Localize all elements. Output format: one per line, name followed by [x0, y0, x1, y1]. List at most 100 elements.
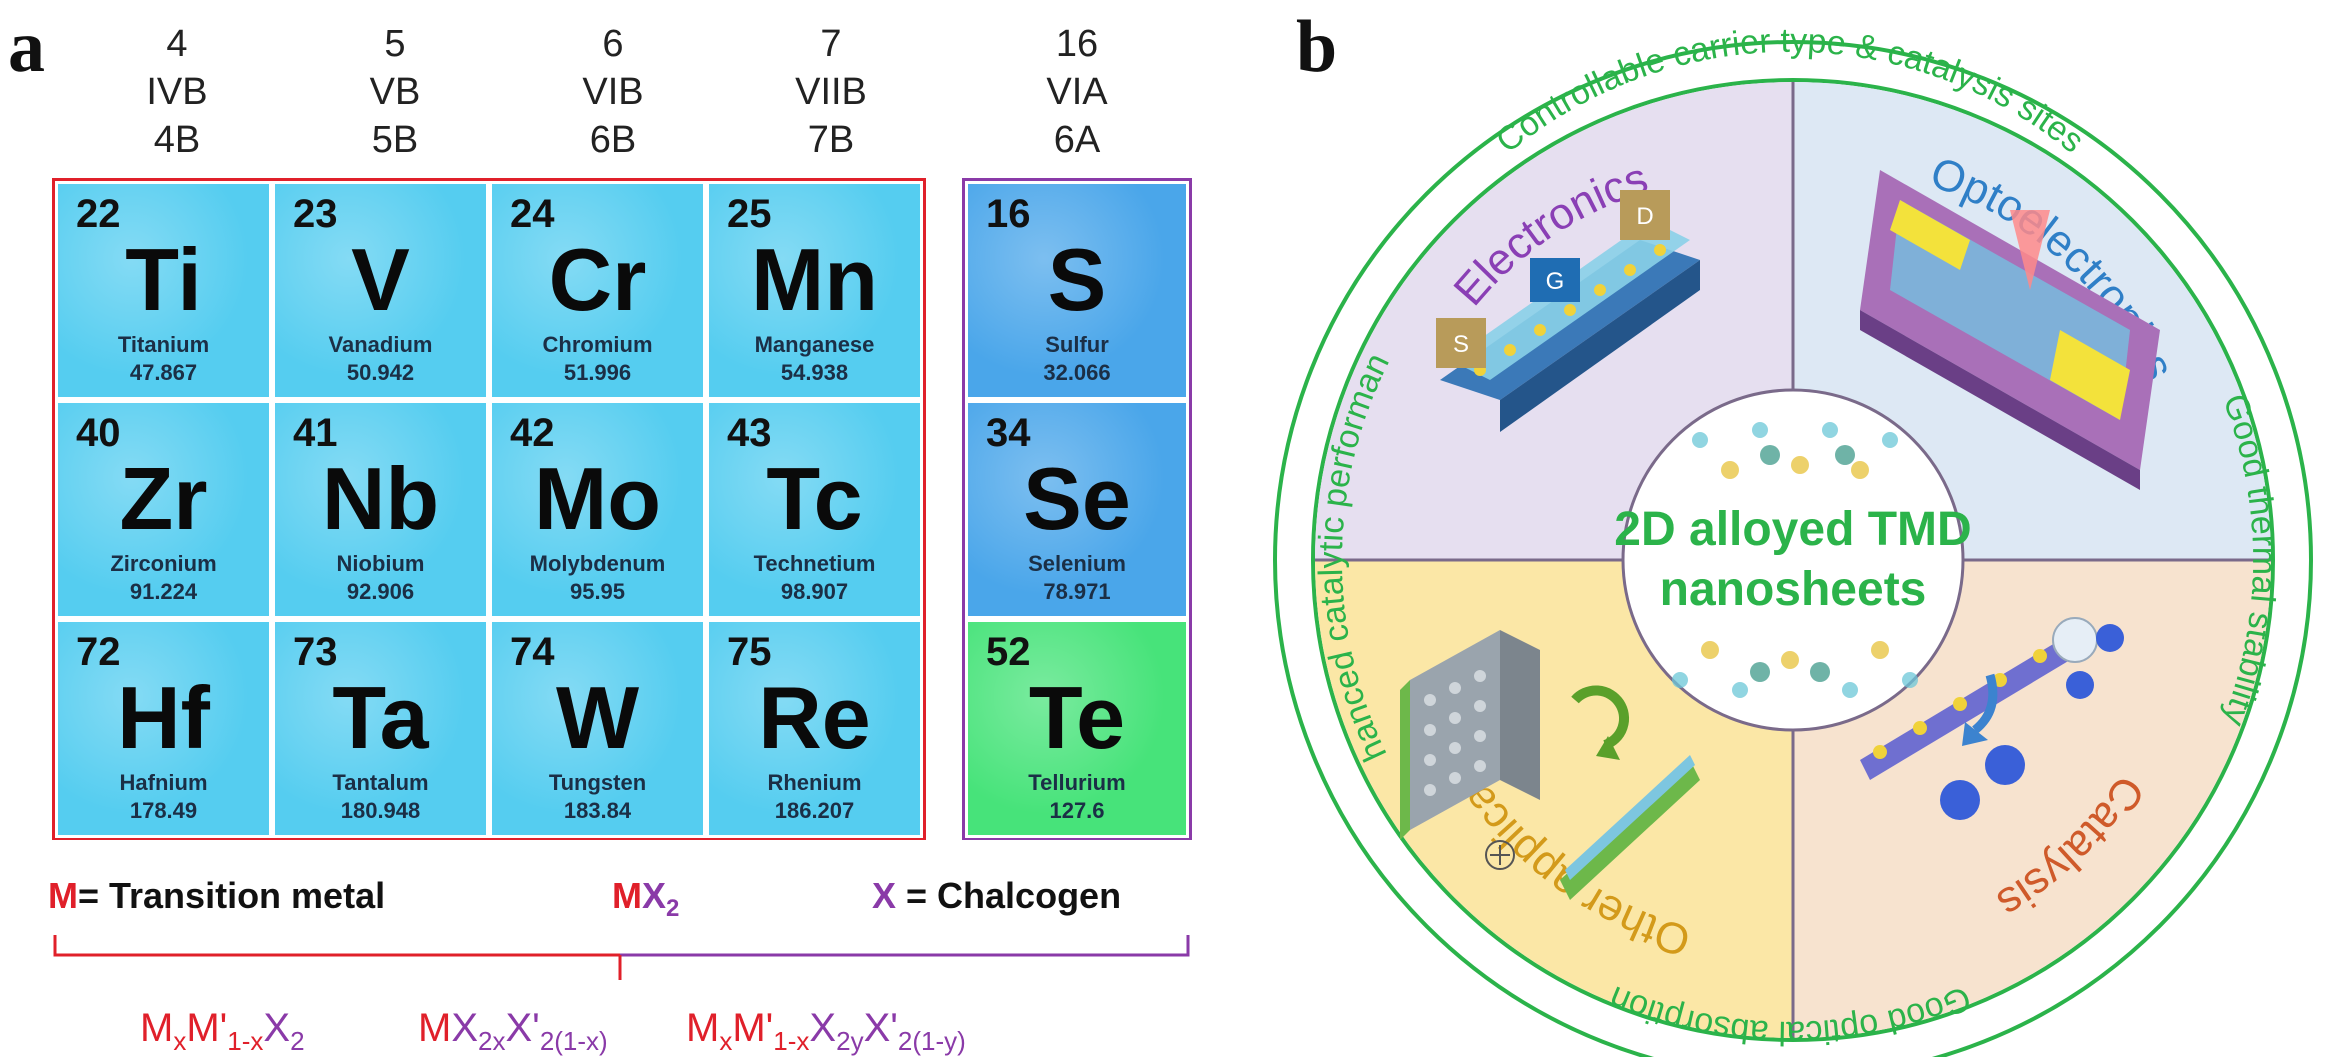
f1-a-sub: x	[173, 1026, 187, 1056]
element-symbol: Cr	[548, 230, 647, 329]
f3-a: M	[686, 1006, 720, 1050]
atomic-mass: 47.867	[129, 360, 198, 385]
group-header-roman: VIIB	[795, 71, 867, 113]
f1-c: X	[263, 1006, 291, 1050]
outer-ring	[1273, 40, 2313, 1057]
molecule-icon	[2052, 617, 2098, 663]
laser-beam-icon	[2010, 210, 2050, 290]
group-header-num: 7	[820, 23, 842, 65]
gate-contact	[1530, 258, 1580, 302]
formula-metal-alloy: MxM'1-xX2	[140, 1008, 305, 1054]
label-optoelectronics: Optoelectronics	[1924, 148, 2183, 387]
element-name: Chromium	[542, 332, 653, 357]
atomic-mass: 91.224	[129, 579, 198, 604]
legend-m-text: = Transition metal	[78, 875, 386, 916]
element-symbol: Tc	[766, 449, 863, 548]
element-symbol: Re	[758, 668, 871, 767]
atomic-number: 34	[986, 411, 1031, 455]
mx2-m: M	[612, 875, 642, 916]
legend-m-letter: M	[48, 875, 78, 916]
cycle-arrow-icon	[1571, 685, 1630, 750]
label-other-applications: Other applications	[1406, 693, 1696, 965]
ring-text-bottom: Good optical absorption	[1604, 978, 1976, 1052]
other-applications-illustration	[1400, 630, 1700, 900]
group-header-roman: VB	[369, 71, 421, 113]
f2-c-sub: 2(1-x)	[539, 1026, 608, 1056]
legend-x-letter: X	[872, 875, 897, 916]
center-title-line1: 2D alloyed TMD	[1614, 503, 1971, 556]
atom-icon	[1940, 780, 1980, 820]
legend-transition-metal: M= Transition metal	[48, 878, 385, 914]
group-header-cas: 5B	[371, 119, 419, 161]
f1-b: M'	[186, 1006, 228, 1050]
element-symbol: Se	[1023, 449, 1131, 548]
element-name: Niobium	[336, 551, 425, 576]
atomic-number: 22	[76, 192, 121, 236]
legend-mx2: MX2	[612, 878, 679, 921]
element-name: Technetium	[753, 551, 876, 576]
formula-chalcogen-alloy: MX2xX'2(1-x)	[418, 1008, 608, 1054]
atomic-number: 41	[293, 411, 338, 455]
atomic-mass: 127.6	[1049, 798, 1105, 823]
atom-icon	[1985, 745, 2025, 785]
f1-c-sub: 2	[290, 1026, 305, 1056]
element-name: Molybdenum	[529, 551, 666, 576]
atomic-mass: 78.971	[1043, 579, 1111, 604]
circuit-symbol-icon	[1485, 840, 1515, 870]
center-title-line2: nanosheets	[1660, 563, 1927, 616]
group-header-num: 16	[1055, 23, 1099, 65]
center-circle	[1621, 388, 1965, 732]
element-symbol: Zr	[119, 449, 208, 548]
f2-b: X	[451, 1006, 479, 1050]
element-name: Tantalum	[332, 770, 429, 795]
mx2-x: X	[642, 875, 667, 916]
atomic-mass: 178.49	[129, 798, 198, 823]
atomic-mass: 183.84	[563, 798, 632, 823]
element-symbol: Ti	[125, 230, 202, 329]
legend-chalcogen: X = Chalcogen	[872, 878, 1121, 914]
bracket	[53, 935, 1190, 980]
lattice-illustration	[1672, 422, 1918, 698]
source-label: S	[1453, 331, 1469, 358]
group-header-cas: 6A	[1053, 119, 1101, 161]
legend-x-text: = Chalcogen	[896, 875, 1122, 916]
element-name: Manganese	[754, 332, 875, 357]
atomic-mass: 180.948	[340, 798, 421, 823]
atomic-number: 72	[76, 630, 121, 674]
panel-b-label: b	[1296, 6, 1338, 88]
atomic-number: 23	[293, 192, 338, 236]
element-symbol: V	[351, 230, 410, 329]
mx2-sub: 2	[666, 895, 680, 923]
f1-b-sub: 1-x	[227, 1026, 264, 1056]
f2-a: M	[418, 1006, 452, 1050]
atomic-number: 25	[727, 192, 772, 236]
quadrant-other-bg	[1315, 560, 1793, 1038]
element-symbol: W	[555, 668, 640, 767]
group-header-num: 5	[384, 23, 406, 65]
f3-d: X'	[863, 1006, 898, 1050]
atomic-mass: 98.907	[780, 579, 849, 604]
atomic-mass: 186.207	[774, 798, 855, 823]
atomic-number: 24	[510, 192, 555, 236]
f2-b-sub: 2x	[478, 1026, 506, 1056]
drain-contact	[1620, 190, 1670, 240]
catalysis-illustration	[1860, 617, 2124, 820]
f1-a: M	[140, 1006, 174, 1050]
label-catalysis: Catalysis	[1989, 767, 2154, 928]
fet-device-illustration: S G D	[1436, 190, 1700, 432]
element-name: Rhenium	[767, 770, 862, 795]
gate-label: G	[1546, 268, 1565, 295]
